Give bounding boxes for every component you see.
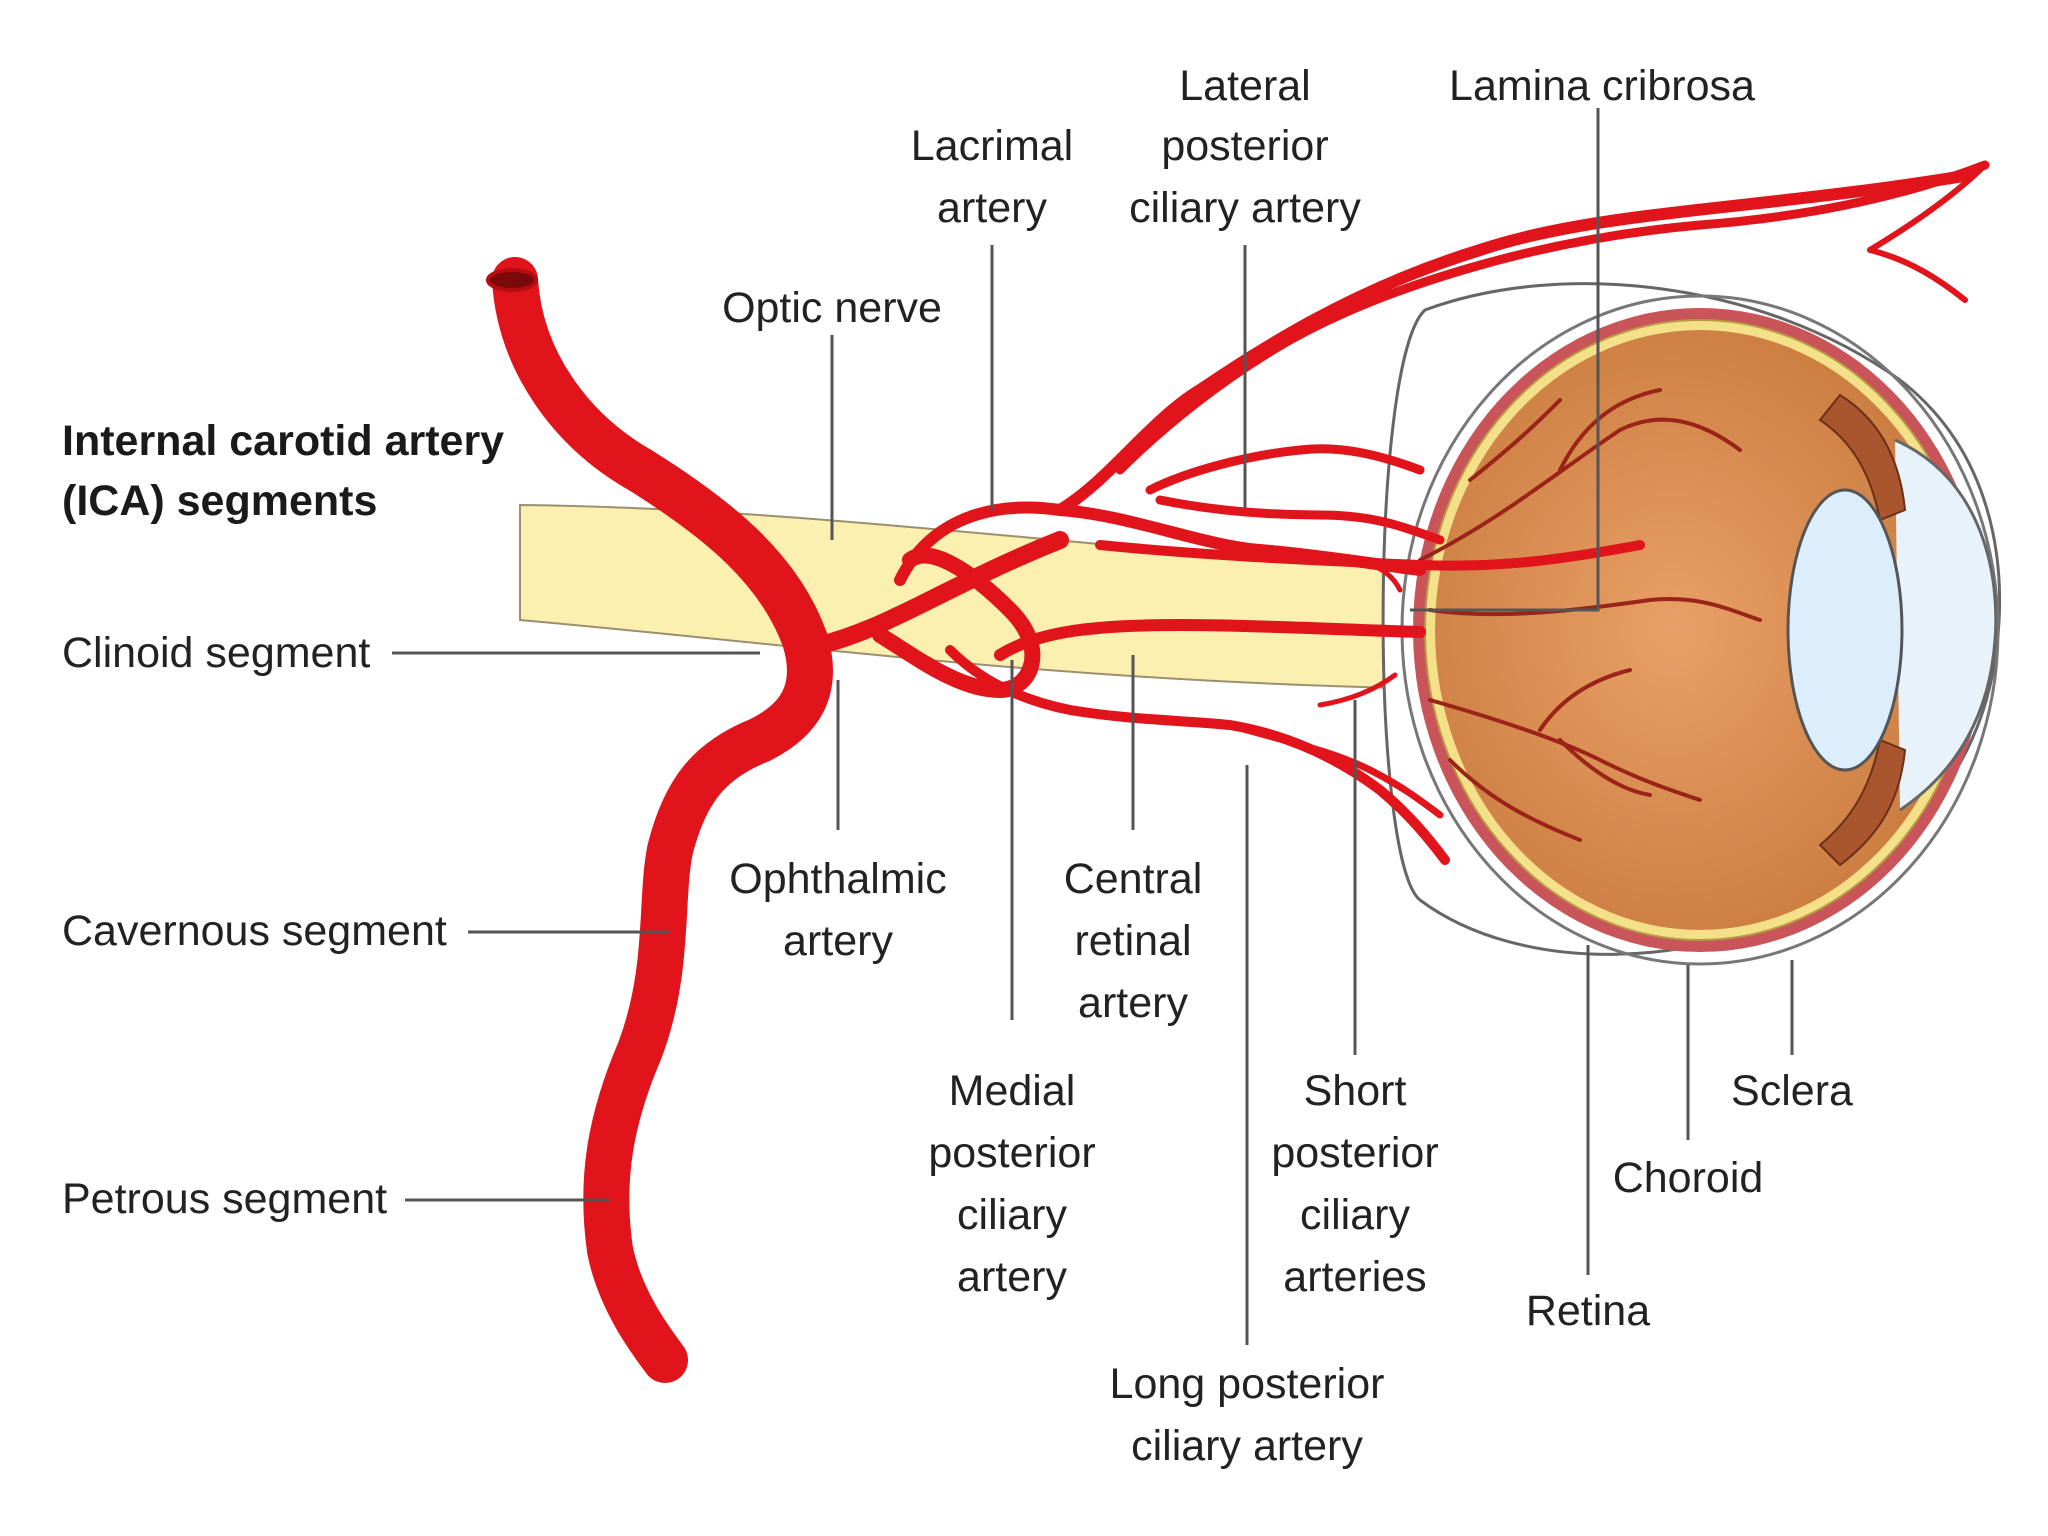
upper-branch-tail-2 xyxy=(1867,162,1988,253)
leader-lines xyxy=(392,108,1794,1345)
label-medial-pca-3: ciliary xyxy=(957,1191,1067,1239)
label-central-retinal-2: retinal xyxy=(1074,917,1191,965)
eyeball xyxy=(1381,282,2001,966)
ophthalmic-loop xyxy=(872,547,1041,698)
label-short-pca-1: Short xyxy=(1304,1067,1407,1115)
upper-branch-vessel xyxy=(1115,160,1990,475)
label-lateral-pca-3: ciliary artery xyxy=(1129,184,1361,232)
label-lamina-cribrosa: Lamina cribrosa xyxy=(1449,62,1755,110)
medial-pca-branch xyxy=(1226,721,1444,819)
lateral-branch-2 xyxy=(1145,444,1425,495)
label-sclera: Sclera xyxy=(1731,1067,1853,1115)
label-short-pca-3: ciliary xyxy=(1300,1191,1410,1239)
lateral-pca-vessel xyxy=(1054,169,1976,516)
label-lateral-pca-1: Lateral xyxy=(1179,62,1310,110)
label-clinoid-segment: Clinoid segment xyxy=(62,629,370,677)
short-pca-upper xyxy=(1337,557,1403,593)
label-lacrimal-1: Lacrimal xyxy=(911,122,1074,170)
cornea xyxy=(1894,438,1998,812)
label-central-retinal-1: Central xyxy=(1064,855,1203,903)
label-ophthalmic-1: Ophthalmic xyxy=(729,855,946,903)
label-lateral-pca-2: posterior xyxy=(1161,122,1328,170)
labels: Internal carotid artery (ICA) segments C… xyxy=(62,62,1853,1470)
label-medial-pca-4: artery xyxy=(957,1253,1067,1301)
label-short-pca-4: arteries xyxy=(1283,1253,1426,1301)
central-retinal-artery-vessel xyxy=(994,619,1426,661)
ica-title-line1: Internal carotid artery xyxy=(62,417,504,465)
lateral-branch-3 xyxy=(1155,495,1445,545)
label-optic-nerve: Optic nerve xyxy=(722,284,942,332)
ciliary-body-lower xyxy=(1818,738,1907,867)
arterial-tree xyxy=(486,160,1990,1383)
retinal-vessels xyxy=(1418,388,1762,842)
internal-carotid-artery xyxy=(492,257,833,1383)
lens xyxy=(1786,488,1904,772)
label-petrous-segment: Petrous segment xyxy=(62,1175,387,1223)
ica-title-line2: (ICA) segments xyxy=(62,477,377,525)
label-cavernous-segment: Cavernous segment xyxy=(62,907,447,955)
label-medial-pca-2: posterior xyxy=(928,1129,1095,1177)
label-medial-pca-1: Medial xyxy=(949,1067,1076,1115)
long-pca-into-eye xyxy=(1095,540,1645,571)
ophthalmic-artery xyxy=(791,531,1069,659)
ica-cut-end xyxy=(486,268,538,292)
label-ophthalmic-2: artery xyxy=(783,917,893,965)
label-central-retinal-3: artery xyxy=(1078,979,1188,1027)
upper-branch-tail xyxy=(1867,247,1968,303)
label-retina: Retina xyxy=(1526,1287,1650,1335)
label-short-pca-2: posterior xyxy=(1271,1129,1438,1177)
label-choroid: Choroid xyxy=(1613,1154,1764,1202)
label-long-pca-2: ciliary artery xyxy=(1131,1422,1363,1470)
label-long-pca-1: Long posterior xyxy=(1110,1360,1385,1408)
label-lacrimal-2: artery xyxy=(937,184,1047,232)
short-pca-lower xyxy=(1317,672,1398,708)
globe-interior xyxy=(1435,330,1965,930)
